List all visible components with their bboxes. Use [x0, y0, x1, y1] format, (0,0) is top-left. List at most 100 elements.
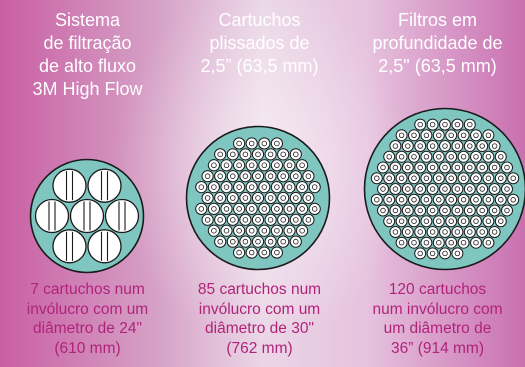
caption-line: (762 mm): [226, 339, 293, 357]
cartridge: [463, 183, 476, 195]
cartridge: [470, 215, 482, 228]
cartridge: [482, 172, 495, 185]
cartridge-core: [217, 151, 223, 158]
title-line: Filtros em: [397, 10, 477, 30]
cartridge: [220, 180, 233, 194]
cartridge-core: [473, 132, 479, 139]
cartridge: [258, 137, 271, 150]
cartridge-core: [305, 195, 312, 201]
cartridge-core: [286, 162, 293, 169]
cartridge-core: [467, 143, 473, 149]
cartridge-core: [429, 207, 436, 214]
cartridge: [220, 224, 233, 237]
cartridge: [264, 191, 277, 205]
cartridge-core: [398, 154, 405, 160]
cartridge: [414, 225, 427, 238]
cartridge: [370, 193, 383, 206]
cartridge-core: [242, 217, 249, 223]
cartridge: [463, 140, 476, 153]
cartridge: [494, 150, 507, 163]
cartridge: [482, 129, 495, 142]
cartridge: [507, 193, 520, 206]
cartridge: [494, 172, 507, 185]
cartridge: [426, 118, 439, 131]
cartridge: [432, 193, 445, 206]
cartridge-core: [311, 184, 318, 190]
cartridge-core: [423, 218, 430, 224]
cartridge-core: [442, 186, 448, 192]
cartridge-core: [405, 229, 411, 235]
cartridge: [302, 170, 315, 183]
cartridge-core: [286, 206, 293, 212]
caption-line: (610 mm): [54, 339, 121, 357]
cartridge-core: [274, 249, 280, 256]
cartridge: [451, 140, 464, 153]
cartridge: [401, 204, 414, 217]
cartridge: [283, 224, 296, 237]
column-depth: Filtros em profundidade de 2,5" (63,5 mm…: [350, 0, 525, 367]
cartridge: [420, 215, 433, 228]
column-high-flow: Sistema de filtração de alto fluxo 3M Hi…: [0, 0, 175, 367]
cartridge: [457, 150, 470, 163]
cartridge: [457, 236, 470, 249]
cartridge-core: [293, 217, 299, 223]
cartridge: [233, 224, 246, 237]
title-line: 2,5” (63,5 mm): [200, 56, 319, 76]
cartridge: [507, 172, 520, 185]
cartridge: [302, 191, 315, 205]
cartridge-core: [405, 207, 411, 214]
cartridge-core: [236, 162, 242, 169]
cartridge: [408, 150, 420, 163]
cartridge-core: [374, 197, 380, 203]
cartridge-core: [429, 250, 436, 257]
cartridge-core: [274, 140, 280, 147]
title-line: 2,5" (63,5 mm): [378, 56, 497, 76]
cartridge: [389, 140, 402, 153]
cartridge: [214, 191, 227, 205]
cartridge: [87, 229, 122, 264]
cartridge-core: [411, 154, 417, 160]
cartridge-core: [280, 217, 286, 223]
cartridge: [488, 161, 501, 174]
cartridge-core: [248, 184, 255, 190]
pleated-housing-diagram: [185, 125, 331, 271]
cartridge: [501, 183, 513, 195]
cartridge-core: [267, 173, 274, 179]
cartridge-core: [311, 206, 318, 212]
cartridge: [251, 235, 265, 248]
cartridge: [270, 202, 284, 216]
cartridge-core: [454, 186, 461, 192]
cartridge-core: [380, 186, 386, 192]
cartridge-core: [460, 175, 467, 181]
cartridge: [451, 204, 464, 217]
caption-line: invólucro com um: [26, 300, 149, 318]
cartridge: [296, 159, 309, 172]
cartridge-core: [386, 154, 392, 160]
cartridge-core: [198, 184, 205, 190]
cartridge-core: [255, 195, 261, 201]
cartridge: [482, 236, 495, 249]
cartridge: [414, 247, 427, 260]
cartridge-core: [204, 173, 211, 179]
cartridge: [296, 224, 309, 237]
cartridge-core: [442, 229, 448, 235]
cartridge: [308, 202, 321, 216]
cartridge: [258, 180, 271, 194]
cartridge: [104, 198, 140, 234]
cartridge: [426, 183, 439, 195]
cartridge: [251, 191, 265, 205]
cartridge: [264, 213, 277, 226]
cartridge: [451, 225, 464, 238]
cartridge-core: [255, 151, 261, 158]
cartridge: [383, 193, 396, 206]
cartridge: [488, 140, 501, 153]
cartridge-core: [467, 186, 473, 192]
cartridge: [439, 118, 451, 131]
cartridge: [277, 213, 290, 226]
cartridge: [451, 118, 464, 131]
cartridge-core: [211, 184, 217, 190]
cartridge-core: [267, 195, 274, 201]
cartridge-core: [436, 239, 442, 246]
cartridge: [270, 224, 284, 237]
cartridge-core: [293, 238, 299, 245]
